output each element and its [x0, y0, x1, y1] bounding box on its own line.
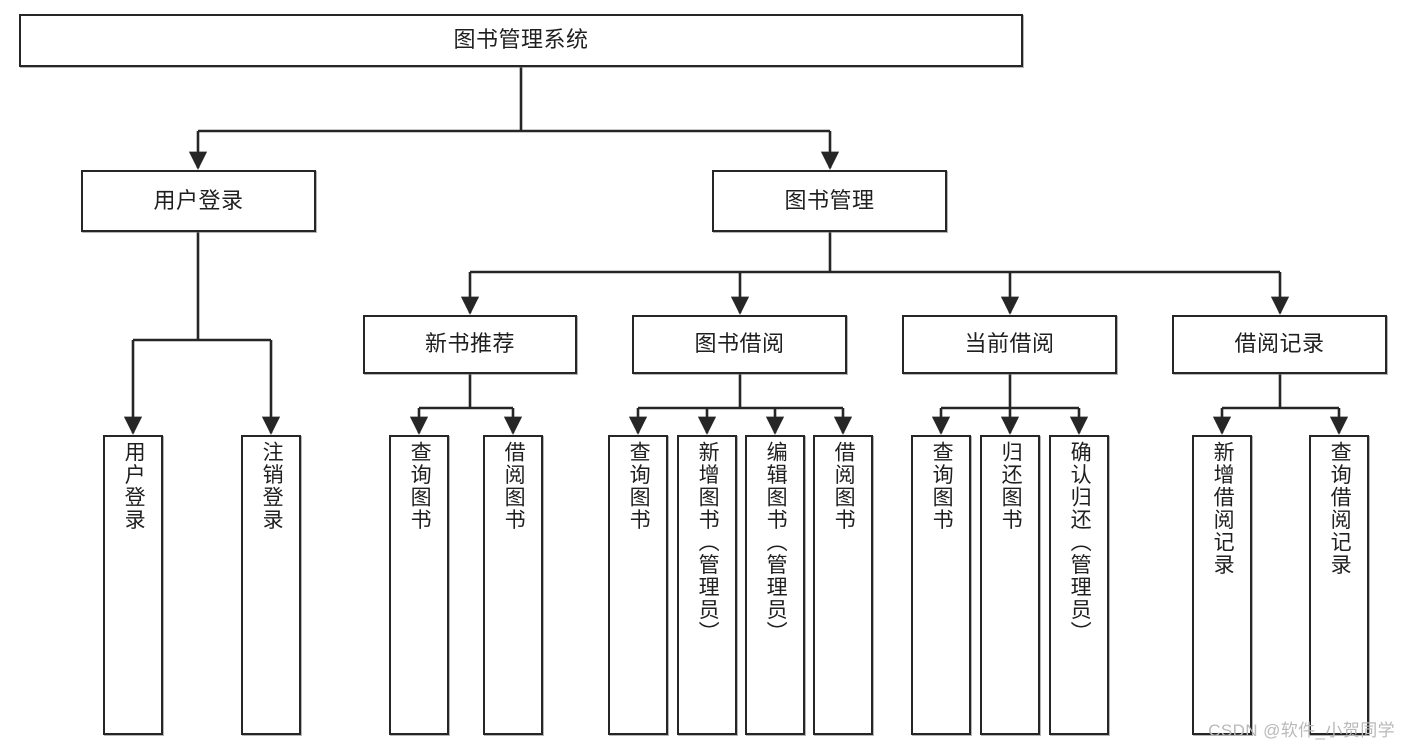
node-label: 图书管理 [784, 187, 875, 213]
node-label: 查询图书 [930, 441, 954, 531]
node-leaf-query-book-borrow[interactable]: 查询图书 [608, 435, 668, 735]
node-leaf-query-book-current[interactable]: 查询图书 [911, 435, 971, 735]
node-label: 借阅记录 [1234, 331, 1325, 357]
node-leaf-logout-login[interactable]: 注销登录 [241, 435, 301, 735]
node-user-login[interactable]: 用户登录 [81, 170, 316, 232]
node-label: 查询借阅记录 [1328, 441, 1352, 576]
node-leaf-borrow-book-recommend[interactable]: 借阅图书 [483, 435, 543, 735]
node-label: 编辑图书（管理员） [764, 441, 788, 644]
node-label: 新书推荐 [424, 331, 515, 357]
node-leaf-confirm-return[interactable]: 确认归还（管理员） [1049, 435, 1109, 735]
node-label: 确认归还（管理员） [1068, 441, 1092, 644]
node-book-borrow[interactable]: 图书借阅 [632, 315, 847, 374]
node-label: 查询图书 [408, 441, 432, 531]
node-label: 图书管理系统 [453, 27, 589, 53]
node-leaf-query-record[interactable]: 查询借阅记录 [1309, 435, 1369, 735]
node-label: 当前借阅 [964, 331, 1055, 357]
node-root-book-management-system[interactable]: 图书管理系统 [19, 14, 1023, 67]
node-leaf-edit-book[interactable]: 编辑图书（管理员） [745, 435, 805, 735]
node-current-borrow[interactable]: 当前借阅 [902, 315, 1117, 374]
node-label: 用户登录 [153, 187, 244, 213]
node-leaf-return-book[interactable]: 归还图书 [980, 435, 1040, 735]
node-label: 借阅图书 [832, 441, 856, 531]
node-leaf-user-login[interactable]: 用户登录 [103, 435, 163, 735]
node-leaf-add-book[interactable]: 新增图书（管理员） [677, 435, 737, 735]
node-leaf-borrow-book[interactable]: 借阅图书 [813, 435, 873, 735]
node-label: 归还图书 [999, 441, 1023, 531]
node-label: 注销登录 [260, 441, 284, 531]
node-new-book-recommend[interactable]: 新书推荐 [363, 315, 577, 374]
node-label: 借阅图书 [502, 441, 526, 531]
node-label: 图书借阅 [694, 331, 785, 357]
node-label: 新增图书（管理员） [696, 441, 720, 644]
node-label: 新增借阅记录 [1211, 441, 1235, 576]
node-label: 用户登录 [122, 441, 146, 531]
node-book-management[interactable]: 图书管理 [712, 170, 947, 232]
csdn-watermark: CSDN @软件_小贺同学 [1208, 721, 1395, 740]
node-leaf-query-book-recommend[interactable]: 查询图书 [389, 435, 449, 735]
node-leaf-add-record[interactable]: 新增借阅记录 [1192, 435, 1252, 735]
node-borrow-record[interactable]: 借阅记录 [1172, 315, 1387, 374]
node-label: 查询图书 [627, 441, 651, 531]
